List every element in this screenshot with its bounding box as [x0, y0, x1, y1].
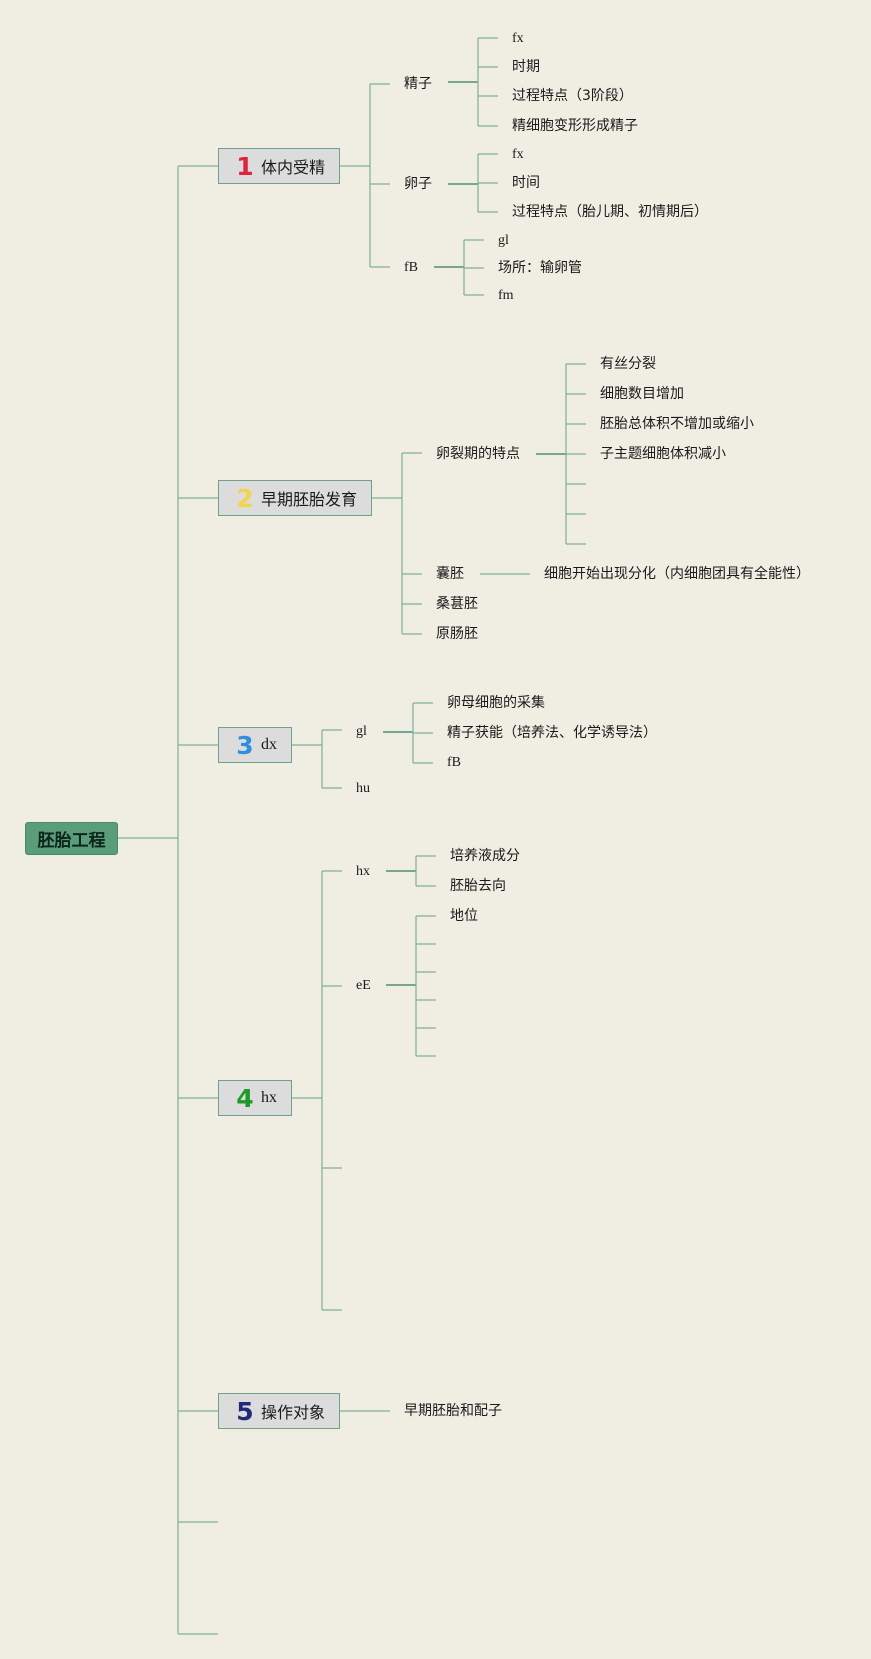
topic-sperm-capacitation[interactable]: 精子获能（培养法、化学诱导法）: [447, 725, 657, 741]
topic-fb-fm[interactable]: fm: [498, 288, 514, 303]
topic-status[interactable]: 地位: [450, 908, 478, 924]
topic-hx-sub[interactable]: hx: [356, 864, 370, 879]
topic-ee[interactable]: eE: [356, 978, 371, 993]
topic-fb-gl[interactable]: gl: [498, 233, 509, 248]
number-3-icon: 3: [236, 730, 254, 760]
topic-early-embryo-gametes[interactable]: 早期胚胎和配子: [404, 1403, 502, 1419]
number-4-icon: 4: [236, 1083, 254, 1113]
branch-2-node[interactable]: 2 早期胚胎发育: [218, 480, 372, 516]
topic-sperm-period[interactable]: 时期: [512, 59, 540, 75]
topic-sperm[interactable]: 精子: [404, 76, 432, 92]
topic-cleavage-volume[interactable]: 胚胎总体积不增加或缩小: [600, 416, 754, 432]
branch-2-label: 早期胚胎发育: [261, 490, 358, 509]
topic-morula[interactable]: 桑葚胚: [436, 596, 478, 612]
topic-dx-hu[interactable]: hu: [356, 781, 370, 796]
branch-4-node[interactable]: 4 hx: [218, 1080, 292, 1116]
branch-1-label: 体内受精: [261, 158, 326, 177]
branch-5-label: 操作对象: [261, 1403, 326, 1422]
topic-sperm-process[interactable]: 过程特点（3阶段）: [512, 88, 633, 104]
topic-egg-time[interactable]: 时间: [512, 175, 540, 191]
topic-fb[interactable]: fB: [404, 260, 418, 275]
number-5-icon: 5: [236, 1396, 254, 1426]
topic-sperm-fx[interactable]: fx: [512, 31, 524, 46]
topic-blastocyst-differentiation[interactable]: 细胞开始出现分化（内细胞团具有全能性）: [544, 566, 810, 582]
branch-4-label: hx: [261, 1089, 277, 1106]
topic-embryo-destination[interactable]: 胚胎去向: [450, 878, 506, 894]
topic-fb-place[interactable]: 场所：输卵管: [498, 260, 582, 276]
topic-egg-process[interactable]: 过程特点（胎儿期、初情期后）: [512, 204, 708, 220]
topic-gastrula[interactable]: 原肠胚: [436, 626, 478, 642]
topic-cleavage-cell-size[interactable]: 子主题细胞体积减小: [600, 446, 726, 462]
topic-dx-fb[interactable]: fB: [447, 755, 461, 770]
topic-egg-fx[interactable]: fx: [512, 147, 524, 162]
branch-3-label: dx: [261, 736, 277, 753]
topic-oocyte-collection[interactable]: 卵母细胞的采集: [447, 695, 545, 711]
topic-sperm-transform[interactable]: 精细胞变形形成精子: [512, 118, 638, 134]
topic-cleavage-count[interactable]: 细胞数目增加: [600, 386, 684, 402]
root-topic[interactable]: 胚胎工程: [25, 822, 118, 855]
topic-dx-gl[interactable]: gl: [356, 724, 367, 739]
topic-culture-medium[interactable]: 培养液成分: [450, 848, 520, 864]
branch-3-node[interactable]: 3 dx: [218, 727, 292, 763]
topic-blastocyst[interactable]: 囊胚: [436, 566, 464, 582]
topic-egg[interactable]: 卵子: [404, 176, 432, 192]
branch-5-node[interactable]: 5 操作对象: [218, 1393, 340, 1429]
topic-cleavage[interactable]: 卵裂期的特点: [436, 446, 520, 462]
number-2-icon: 2: [236, 483, 254, 513]
topic-cleavage-mitosis[interactable]: 有丝分裂: [600, 356, 656, 372]
number-1-icon: 1: [236, 151, 254, 181]
branch-1-node[interactable]: 1 体内受精: [218, 148, 340, 184]
